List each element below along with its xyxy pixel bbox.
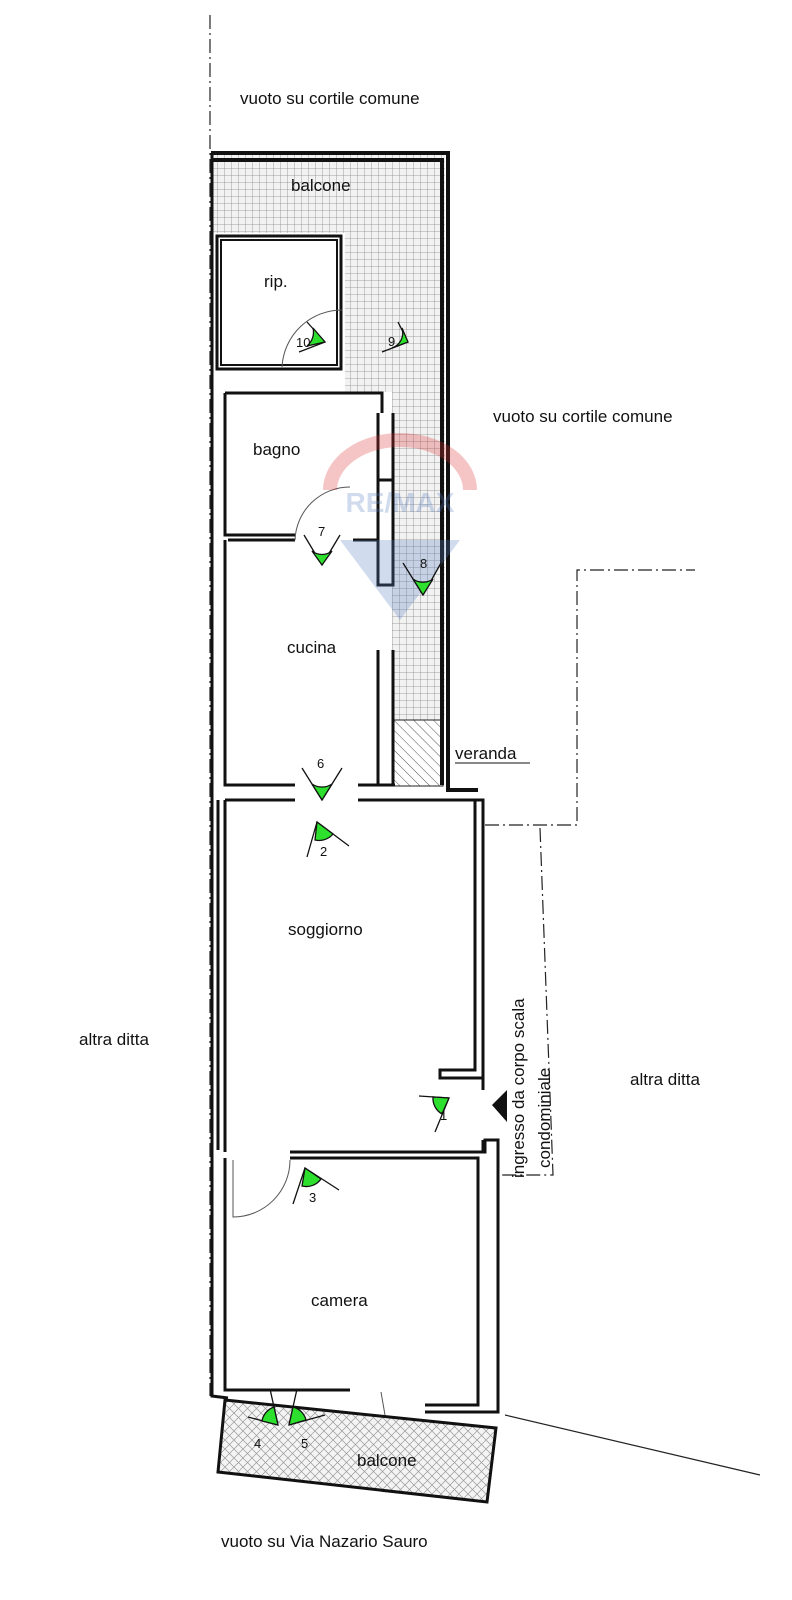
entrance-label-line2: condominiale [535, 1067, 554, 1168]
entrance-label-line1: ingresso da corpo scala [509, 998, 528, 1178]
entrance-arrow-icon [492, 1090, 507, 1122]
walls [210, 151, 500, 1414]
room-label-balcone-top: balcone [291, 176, 351, 195]
viewpoint-5-icon [288, 1388, 326, 1426]
viewpoint-number-7: 7 [318, 524, 326, 539]
viewpoint-10-icon [298, 321, 327, 353]
viewpoint-number-10: 10 [296, 335, 311, 350]
room-label-bagno: bagno [253, 440, 301, 459]
viewpoint-number-9: 9 [388, 334, 396, 349]
viewpoint-2-icon [306, 820, 350, 858]
viewpoint-6-icon [301, 767, 343, 802]
room-label-camera: camera [311, 1291, 368, 1310]
room-label-rip: rip. [264, 272, 288, 291]
label-right-other-owner: altra ditta [630, 1070, 700, 1089]
viewpoint-number-2: 2 [320, 844, 328, 859]
room-label-balcone-bottom: balcone [357, 1451, 417, 1470]
veranda-area [393, 719, 444, 787]
viewpoint-number-4: 4 [254, 1436, 262, 1451]
viewpoint-3-icon [292, 1166, 340, 1205]
door-swings [232, 309, 386, 1416]
viewpoint-markers [247, 321, 450, 1426]
label-street: vuoto su Via Nazario Sauro [221, 1532, 428, 1551]
viewpoint-number-5: 5 [301, 1436, 309, 1451]
viewpoint-7-icon [303, 534, 341, 567]
viewpoint-number-8: 8 [420, 556, 428, 571]
viewpoint-1-icon [418, 1095, 450, 1133]
property-lines [209, 15, 695, 1396]
label-left-other-owner: altra ditta [79, 1030, 149, 1049]
property-line-diagonal [504, 1414, 761, 1476]
label-right-courtyard: vuoto su cortile comune [493, 407, 673, 426]
balcone-top-area [213, 155, 445, 720]
room-label-soggiorno: soggiorno [288, 920, 363, 939]
remax-watermark: RE/MAX [323, 433, 477, 620]
room-label-cucina: cucina [287, 638, 337, 657]
viewpoint-4-icon [247, 1388, 279, 1426]
viewpoint-number-1: 1 [440, 1108, 448, 1123]
svg-text:RE/MAX: RE/MAX [346, 487, 455, 518]
viewpoint-number-3: 3 [309, 1190, 317, 1205]
viewpoint-number-6: 6 [317, 756, 325, 771]
label-top-courtyard: vuoto su cortile comune [240, 89, 420, 108]
viewpoint-9-icon [381, 321, 409, 353]
balcone-bottom-area [216, 1398, 498, 1504]
room-label-veranda: veranda [455, 744, 517, 763]
viewpoint-8-icon [402, 562, 442, 597]
